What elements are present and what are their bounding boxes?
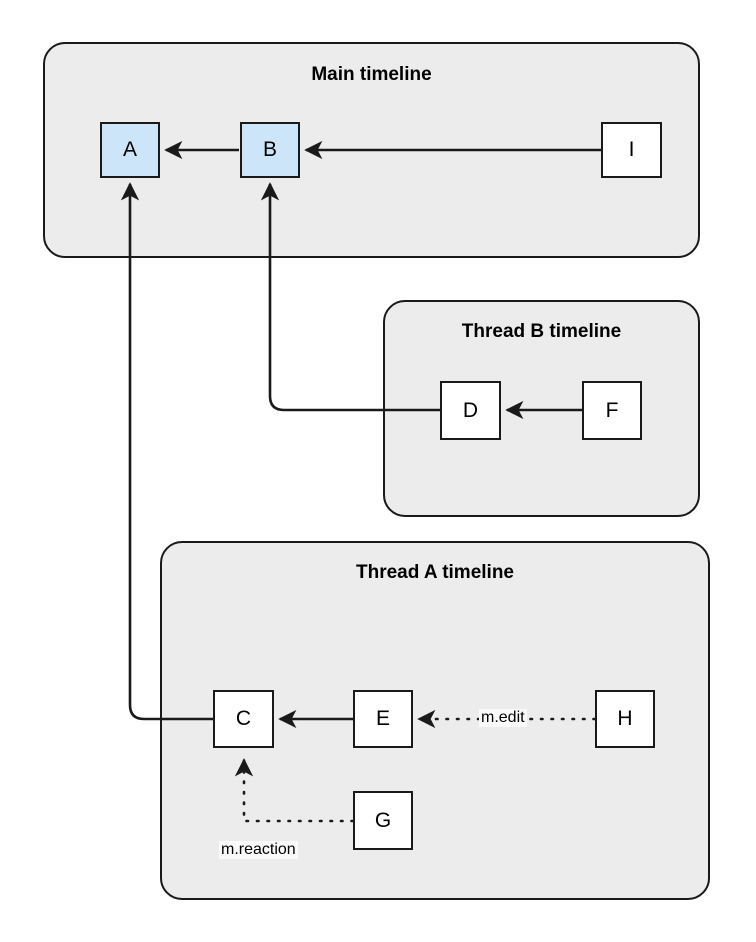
- panel-main-timeline-title: Main timeline: [311, 64, 432, 85]
- panel-thread-b-timeline: Thread B timeline: [383, 300, 700, 517]
- node-b[interactable]: B: [240, 122, 300, 178]
- node-f[interactable]: F: [582, 381, 642, 440]
- node-a[interactable]: A: [100, 122, 160, 178]
- node-g[interactable]: G: [353, 791, 413, 850]
- panel-thread-a-timeline-title: Thread A timeline: [355, 562, 514, 583]
- node-c[interactable]: C: [213, 690, 274, 748]
- panel-thread-b-timeline-title: Thread B timeline: [461, 321, 622, 342]
- edge-label-m-reaction: m.reaction: [219, 841, 298, 859]
- node-h[interactable]: H: [595, 690, 655, 748]
- node-d[interactable]: D: [440, 381, 501, 440]
- node-i[interactable]: I: [601, 122, 662, 178]
- edge-label-m-edit: m.edit: [479, 709, 527, 727]
- node-e[interactable]: E: [353, 690, 413, 748]
